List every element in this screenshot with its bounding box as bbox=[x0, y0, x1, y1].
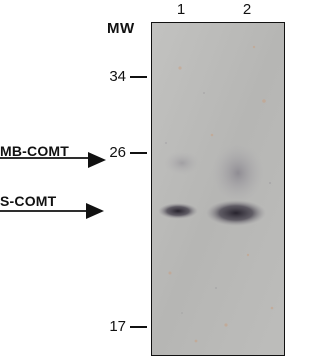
marker-tick-26 bbox=[130, 152, 147, 154]
lane-label-2: 2 bbox=[242, 1, 252, 18]
marker-label-17: 17 bbox=[109, 318, 126, 335]
arrow-right-icon bbox=[0, 203, 108, 223]
band-lane-1 bbox=[158, 203, 198, 219]
western-blot-membrane bbox=[151, 22, 285, 356]
band-label-s-comt: S-COMT bbox=[0, 193, 57, 209]
marker-label-26: 26 bbox=[109, 144, 126, 161]
marker-label-34: 34 bbox=[109, 68, 126, 85]
band-smear-lane-2 bbox=[212, 143, 264, 203]
band-smear-lane-1 bbox=[164, 151, 200, 175]
band-lane-2 bbox=[206, 200, 266, 226]
mw-header: MW bbox=[107, 20, 135, 37]
band-label-mb-comt: MB-COMT bbox=[0, 143, 70, 159]
arrow-right-icon bbox=[0, 152, 108, 172]
marker-tick-34 bbox=[130, 76, 147, 78]
lane-label-1: 1 bbox=[176, 1, 186, 18]
marker-tick-17 bbox=[130, 326, 147, 328]
